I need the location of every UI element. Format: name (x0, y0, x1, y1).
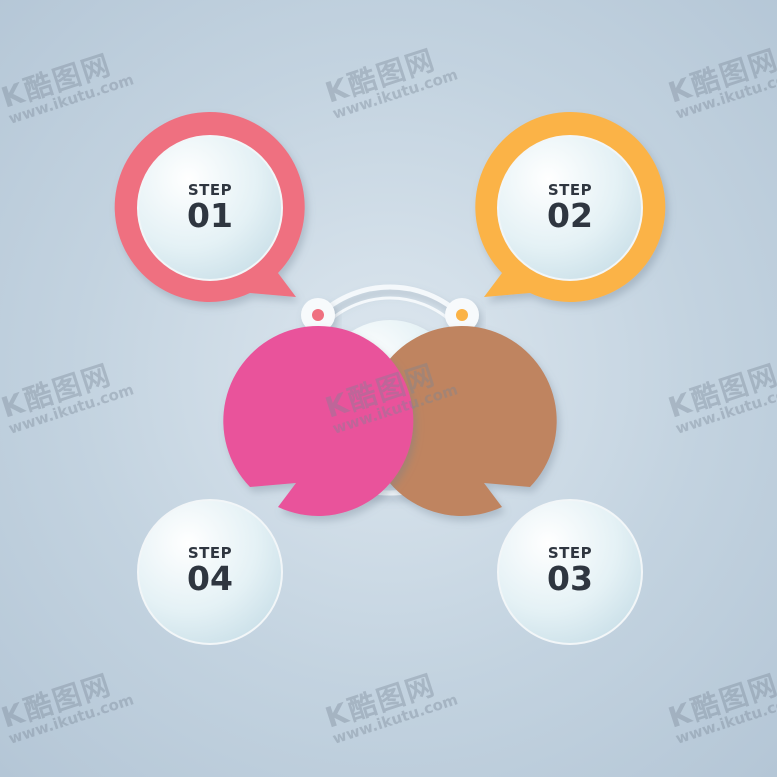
step-01-text: STEP 01 (150, 181, 270, 235)
step-04-bubble (223, 325, 414, 516)
connector-dot-2 (445, 298, 479, 332)
step-03-bubble (366, 325, 557, 516)
step-01-number: 01 (187, 196, 233, 235)
step-04-text: STEP 04 (150, 544, 270, 598)
step-03-text: STEP 03 (510, 544, 630, 598)
step-04-label: STEP (187, 544, 233, 562)
step-04-inner-disc (137, 499, 283, 645)
step-03-number: 03 (547, 559, 593, 598)
step-01-inner-disc (137, 135, 283, 281)
connector-dot-1 (301, 298, 335, 332)
step-02-inner-disc (497, 135, 643, 281)
step-02-label: STEP (547, 181, 593, 199)
step-02-text: STEP 02 (510, 181, 630, 235)
step-01-label: STEP (187, 181, 233, 199)
step-03-label: STEP (547, 544, 593, 562)
step-02-number: 02 (547, 196, 593, 235)
step-04-number: 04 (187, 559, 233, 598)
step-03-inner-disc (497, 499, 643, 645)
